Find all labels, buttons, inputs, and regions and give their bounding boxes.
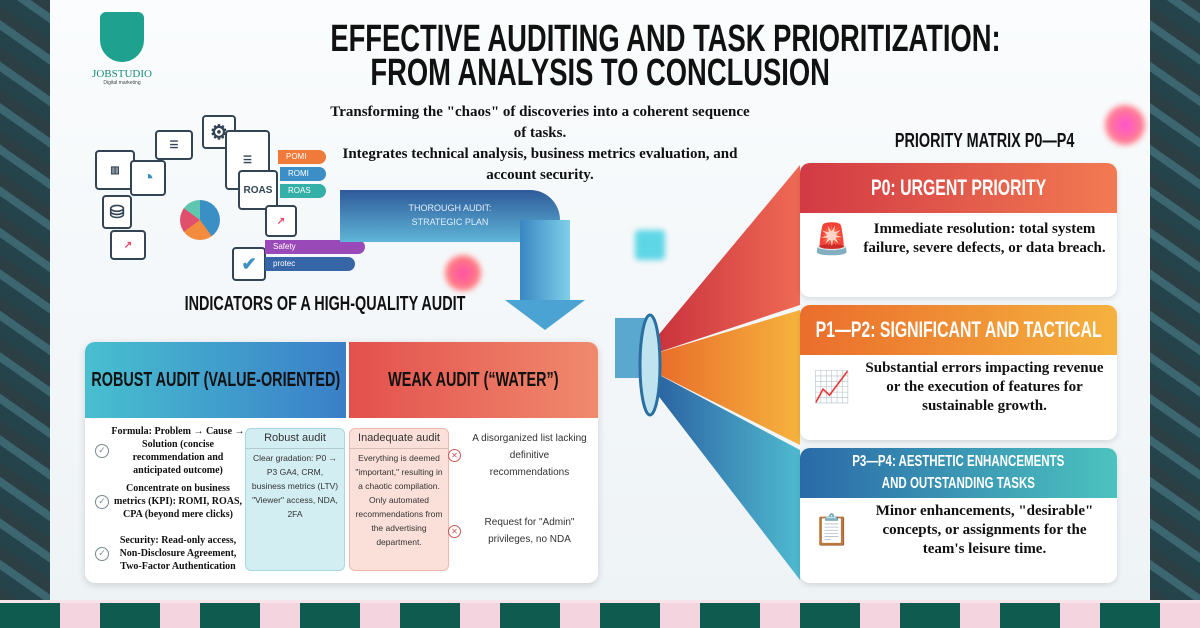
check-circle-icon: ✓ xyxy=(95,546,109,561)
inadequate-audit-column: Inadequate audit Everything is deemed "i… xyxy=(349,428,449,571)
checker-border xyxy=(0,600,1200,628)
shield-check-icon: ✔ xyxy=(232,247,266,281)
robust-item: ✓Security: Read-only access, Non-Disclos… xyxy=(95,534,247,573)
stream-label: ROAS xyxy=(280,184,326,198)
pie-chart-icon: ◔ xyxy=(130,160,166,196)
priority-card-p3-p4: P3—P4: AESTHETIC ENHANCEMENTS AND OUTSTA… xyxy=(800,448,1117,583)
priority-funnel xyxy=(615,165,800,580)
document-icon: ☰ xyxy=(155,130,193,160)
x-circle-icon: ✕ xyxy=(448,449,461,462)
funnel-red xyxy=(650,165,800,355)
priority-card-p0: P0: URGENT PRIORITY 🚨Immediate resolutio… xyxy=(800,163,1117,297)
background-pattern-left xyxy=(0,0,50,628)
trend-chart-icon: ↗ xyxy=(265,205,297,237)
logo-tagline: Digital marketing xyxy=(103,80,141,86)
database-icon: ⛁ xyxy=(102,195,132,229)
weak-item: ✕Request for "Admin" privileges, no NDA xyxy=(448,514,588,548)
matrix-title: PRIORITY MATRIX P0—P4 xyxy=(894,130,1075,152)
background-pattern-right xyxy=(1150,0,1200,628)
decor-blob xyxy=(635,230,665,260)
bar-chart-icon: ▥ xyxy=(95,150,135,190)
decor-blob xyxy=(1105,105,1145,145)
pie-chart-icon xyxy=(180,200,220,240)
siren-icon: 🚨 xyxy=(813,222,851,256)
priority-card-p1-p2: P1—P2: SIGNIFICANT AND TACTICAL 📈Substan… xyxy=(800,305,1117,440)
card-header: P0: URGENT PRIORITY xyxy=(800,163,1117,213)
robust-audit-column: Robust audit Clear gradation: P0 → P3 GA… xyxy=(245,428,345,571)
check-circle-icon: ✓ xyxy=(95,444,109,458)
robust-item: ✓Concentrate on business metrics (KPI): … xyxy=(95,482,247,521)
logo-name: JOBSTUDIO xyxy=(92,68,152,80)
data-illustration: ▥ ◔ ⛁ ☰ ⚙ ☰ ROAS ↗ ✔ ↗ POMI ROMI ROAS Sa… xyxy=(90,115,390,295)
funnel-mouth xyxy=(638,313,662,417)
page-title: EFFECTIVE AUDITING AND TASK PRIORITIZATI… xyxy=(330,18,1001,94)
crest-icon xyxy=(100,12,144,62)
stream-label: protec xyxy=(265,257,355,271)
audit-comparison: ROBUST AUDIT (VALUE-ORIENTED) WEAK AUDIT… xyxy=(85,342,598,583)
clipboard-checklist-icon: 📋 xyxy=(813,514,851,547)
stream-label: ROMI xyxy=(280,167,326,181)
weak-item: ✕A disorganized list lacking definitive … xyxy=(448,430,588,481)
stream-label: Safety xyxy=(265,240,365,254)
pipe-down xyxy=(520,220,570,310)
robust-item: ✓Formula: Problem → Cause → Solution (co… xyxy=(95,425,247,477)
subtitle: Transforming the "chaos" of discoveries … xyxy=(330,104,750,183)
stream-label: POMI xyxy=(278,150,326,164)
indicators-title: INDICATORS OF A HIGH-QUALITY AUDIT xyxy=(184,293,466,315)
growth-chart-icon: 📈 xyxy=(813,371,851,404)
decor-blob xyxy=(445,255,481,291)
funnel-blue xyxy=(650,370,800,580)
check-circle-icon: ✓ xyxy=(95,494,109,509)
card-header: P3—P4: AESTHETIC ENHANCEMENTS AND OUTSTA… xyxy=(800,448,1117,498)
weak-audit-header: WEAK AUDIT (“WATER”) xyxy=(349,342,598,418)
logo: JOBSTUDIO Digital marketing xyxy=(82,12,162,86)
funnel-orange xyxy=(650,310,800,445)
roas-box: ROAS xyxy=(238,170,278,210)
card-header: P1—P2: SIGNIFICANT AND TACTICAL xyxy=(800,305,1117,355)
growth-chart-icon: ↗ xyxy=(110,230,146,260)
robust-audit-header: ROBUST AUDIT (VALUE-ORIENTED) xyxy=(85,342,346,418)
x-circle-icon: ✕ xyxy=(448,524,461,538)
arrow-down-icon xyxy=(505,300,585,330)
